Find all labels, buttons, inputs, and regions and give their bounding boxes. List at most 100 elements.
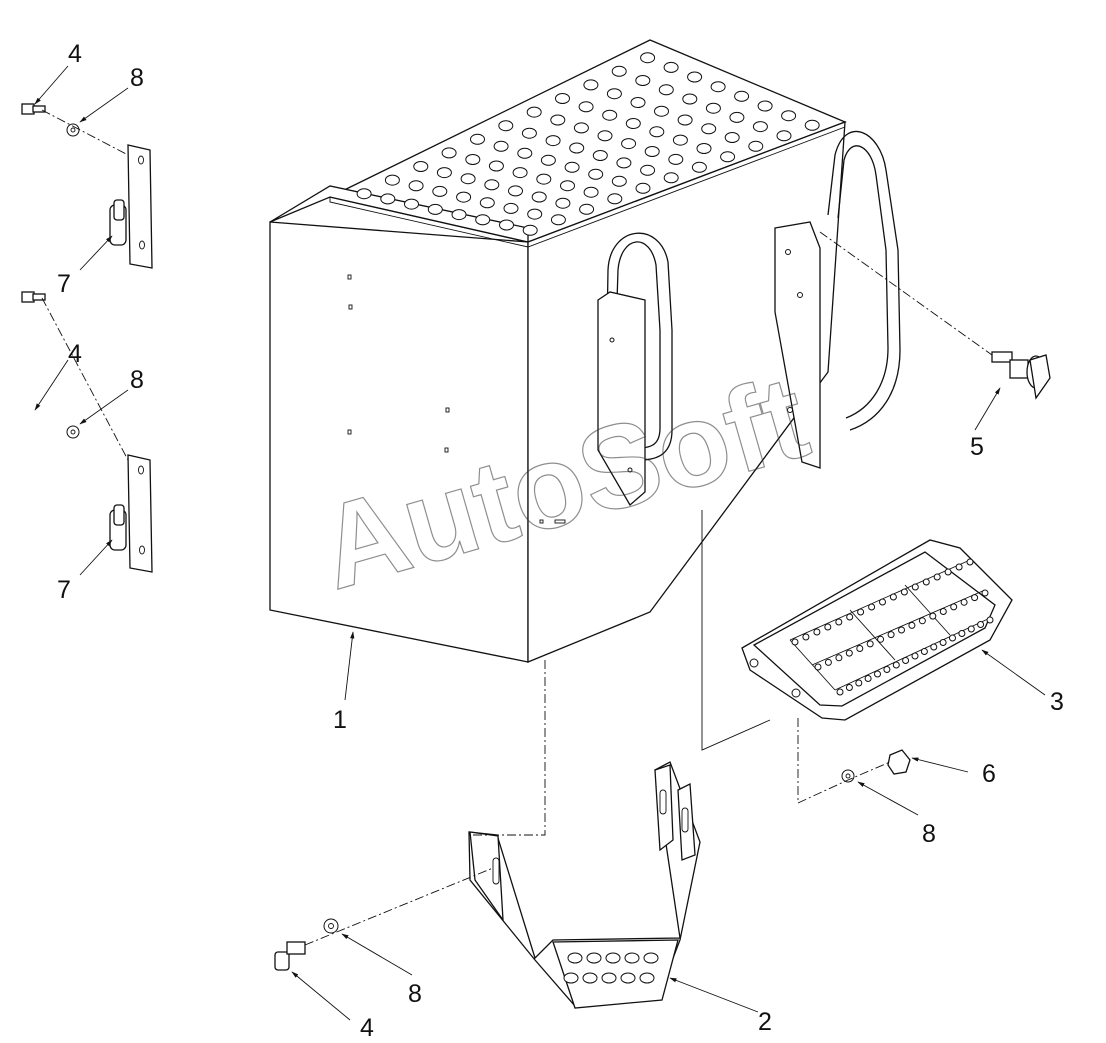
bracket-hole [601,972,617,984]
perforation-hole [640,52,656,64]
tread-tooth [877,635,885,643]
perforation-hole [380,193,396,205]
tread-tooth [939,639,947,646]
tread-tooth [791,638,799,646]
callout-1: 1 [333,706,347,734]
perforation-hole [441,147,457,159]
tread-tooth [814,663,822,671]
perforation-hole [625,118,641,129]
perforation-hole [408,180,424,192]
tread-tooth [892,661,900,669]
perforation-hole [475,214,491,226]
tread-tooth [911,583,919,591]
perforation-hole [677,114,693,126]
perforation-hole [540,154,556,166]
perforation-hole [579,203,595,215]
tread-tooth [933,573,941,581]
rivet-marks [347,274,566,524]
perforation-hole [521,127,537,139]
tread-tooth [949,634,956,642]
perforation-hole [701,123,717,135]
perforation-hole [630,97,646,108]
leader-lines [34,65,1046,1021]
tread-tooth [955,563,963,571]
tread-tooth [874,670,881,678]
tread-tooth [845,684,853,691]
tread-tooth [944,568,952,576]
perforation-hole [663,61,679,73]
callout-labels: 1 2 3 4 4 4 5 6 7 7 8 8 8 8 [57,40,1064,1042]
tread-tooth [960,598,968,606]
perforation-hole [517,147,533,159]
tread-tooth [856,645,864,652]
perforation-hole [356,188,372,200]
perforation-hole [498,120,514,132]
latch-part-5 [991,351,1051,400]
bracket-hole [605,952,621,964]
perforation-hole [488,160,504,172]
perforation-hole [564,161,580,173]
perforation-hole [573,122,589,134]
perforation-hole [724,132,740,143]
perforation-hole [687,71,703,83]
perforation-hole [404,198,419,210]
tread-tooth [986,616,994,624]
perforation-hole [499,219,514,231]
bracket-hole [620,972,636,984]
nut-washer-group [841,749,911,783]
callout-8-middle: 8 [130,366,144,394]
tread-tooth [845,649,853,657]
tread-tooth [889,593,897,601]
perforation-hole [436,167,452,179]
perforation-hole [460,173,476,185]
callout-8-upper: 8 [130,64,144,92]
perforation-hole [757,100,773,112]
perforation-hole [503,202,519,214]
hinge-group-upper [21,103,153,269]
hinge-group-lower [21,291,153,573]
bracket-hole [643,952,659,964]
perforation-hole [560,180,575,192]
tread-tooth [813,628,821,636]
tread-tooth [977,621,985,628]
perforation-hole [526,106,542,118]
tread-tooth [958,630,966,637]
perforation-hole [545,135,561,147]
perforation-hole [654,105,669,117]
lower-bracket-part-2 [468,761,701,1009]
tread-tooth [950,603,958,611]
perforation-hole [804,119,820,131]
perforation-hole [635,182,651,194]
perforation-hole [658,84,674,96]
perforation-hole [734,90,750,102]
tread-tooth [868,603,876,611]
step-tread-part-3 [741,539,1013,721]
tread-tooth [898,626,905,634]
callout-4-upper: 4 [68,40,82,68]
tread-tooth [920,648,928,655]
tread-tooth [908,621,916,629]
callout-7-upper: 7 [57,270,71,298]
perforation-hole [479,197,495,209]
perforation-hole [672,134,688,146]
perforation-hole [776,130,792,142]
tread-tooth [835,654,843,662]
perforation-hole [451,209,467,221]
callout-4-middle: 4 [68,340,82,368]
perforation-hole [536,173,552,185]
perforation-hole [752,121,768,133]
perforation-hole [691,161,707,173]
perforation-hole [522,224,538,236]
perforation-hole [508,185,523,197]
callout-3: 3 [1050,688,1064,716]
tread-tooth [939,608,947,615]
perforation-hole [710,81,726,93]
perforation-hole [602,109,618,121]
tread-tooth [824,623,832,631]
bolt-washer-lower [274,918,339,971]
perforation-hole [493,140,509,152]
perforation-hole [781,110,797,122]
callout-8-lower: 8 [408,980,422,1008]
tread-tooth [902,657,910,664]
